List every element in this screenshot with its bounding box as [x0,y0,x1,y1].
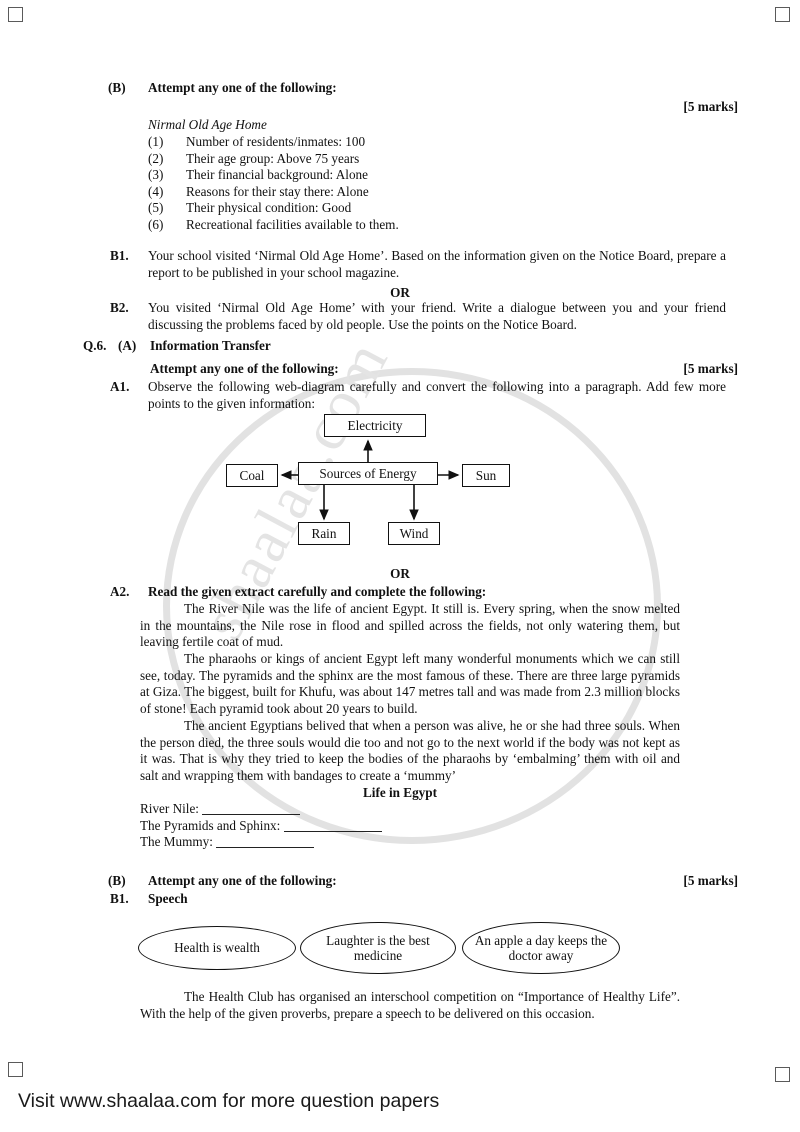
list-item: (4) Reasons for their stay there: Alone [148,184,399,201]
a1-label: A1. [110,379,130,394]
a1-text: Observe the following web-diagram carefu… [148,379,726,411]
list-item: (6) Recreational facilities available to… [148,217,399,234]
proverb-oval-2: Laughter is the best medicine [300,922,456,974]
b1-text-top: Your school visited ‘Nirmal Old Age Home… [148,248,726,280]
extract-paragraph-1: The River Nile was the life of ancient E… [140,601,680,649]
list-item: (1) Number of residents/inmates: 100 [148,134,399,151]
web-diagram: Electricity Sources of Energy Coal Sun R… [220,414,520,550]
section-b-top-marks: [5 marks] [683,99,738,114]
notice-title-text: Nirmal Old Age Home [148,117,267,132]
b2-label-top: B2. [110,300,129,315]
q6-a-attempt-row: Attempt any one of the following: [150,361,339,378]
blank-input-pyramids-sphinx[interactable] [283,819,382,832]
section-b-bottom-heading-row: (B) Attempt any one of the following: [108,873,708,890]
a1-row: A1. Observe the following web-diagram ca… [110,379,730,412]
list-item: (5) Their physical condition: Good [148,200,399,217]
diagram-node-center: Sources of Energy [298,462,438,485]
page-footer: Visit www.shaalaa.com for more question … [18,1090,440,1112]
blank-row: The Pyramids and Sphinx: [140,818,382,835]
q6-a-marks: [5 marks] [683,361,738,376]
blank-input-river-nile[interactable] [202,802,301,815]
proverb-oval-1: Health is wealth [138,926,296,970]
extract-paragraph-3: The ancient Egyptians belived that when … [140,718,680,783]
diagram-node-sun: Sun [462,464,510,487]
list-item-number: (2) [148,150,164,166]
registration-mark-top-right [775,7,790,22]
section-b-top-heading: Attempt any one of the following: [148,80,337,95]
b2-text-top: You visited ‘Nirmal Old Age Home’ with y… [148,300,726,332]
diagram-connectors [280,439,460,521]
blanks-group: River Nile: The Pyramids and Sphinx: The… [140,801,382,851]
list-item-text: Recreational facilities available to the… [186,216,399,232]
blank-row: The Mummy: [140,834,382,851]
b1-label-bottom: B1. [110,891,129,906]
q6-heading-row: Q.6. (A) Information Transfer [83,338,271,355]
diagram-node-coal: Coal [226,464,278,487]
blank-label: The Mummy: [140,834,213,849]
b1-label-top: B1. [110,248,129,263]
section-b-bottom-label: (B) [108,873,126,888]
section-b-top-heading-row: (B) Attempt any one of the following: [108,80,708,97]
blank-label: The Pyramids and Sphinx: [140,817,281,833]
diagram-node-electricity: Electricity [324,414,426,437]
q6-label: Q.6. [83,338,107,353]
blank-row: River Nile: [140,801,382,818]
section-b-top-label: (B) [108,80,126,95]
or-divider-q6: OR [390,566,410,581]
a2-title: Read the given extract carefully and com… [148,584,487,599]
list-item-number: (6) [148,216,164,232]
notice-board-title: Nirmal Old Age Home [148,117,267,134]
list-item-text: Number of residents/inmates: 100 [186,134,366,149]
b2-row-top: B2. You visited ‘Nirmal Old Age Home’ wi… [110,300,730,333]
proverb-oval-3: An apple a day keeps the doctor away [462,922,620,974]
b1-title-speech: Speech [148,891,188,906]
section-b-bottom-heading: Attempt any one of the following: [148,873,337,888]
diagram-node-wind: Wind [388,522,440,545]
a2-row: A2. Read the given extract carefully and… [110,584,730,601]
blank-label: River Nile: [140,801,199,816]
registration-mark-bottom-right [775,1067,790,1082]
q6-a-title: Information Transfer [150,338,271,353]
list-item-text: Reasons for their stay there: Alone [186,183,369,199]
b1-row-top: B1. Your school visited ‘Nirmal Old Age … [110,248,730,281]
blank-input-mummy[interactable] [216,835,315,848]
list-item-number: (3) [148,167,164,183]
list-item: (2) Their age group: Above 75 years [148,151,399,168]
registration-mark-top-left [8,7,23,22]
closing-paragraph: The Health Club has organised an intersc… [140,989,680,1021]
extract-table-title: Life in Egypt [362,785,437,800]
q6-a-label: (A) [118,338,137,353]
list-item-text: Their financial background: Alone [186,167,368,183]
list-item: (3) Their financial background: Alone [148,167,399,184]
list-item-number: (4) [148,183,164,199]
a2-label: A2. [110,584,130,599]
list-item-text: Their physical condition: Good [186,200,352,216]
b1-speech-row: B1. Speech [110,891,188,908]
q6-a-attempt: Attempt any one of the following: [150,361,339,376]
proverb-ovals-group: Health is wealth Laughter is the best me… [138,922,624,974]
notice-points-list: (1) Number of residents/inmates: 100 (2)… [148,134,399,234]
list-item-number: (1) [148,134,164,149]
list-item-text: Their age group: Above 75 years [186,150,360,166]
list-item-number: (5) [148,200,164,216]
registration-mark-bottom-left [8,1062,23,1077]
section-b-bottom-marks: [5 marks] [683,873,738,888]
extract-paragraph-2: The pharaohs or kings of ancient Egypt l… [140,651,680,716]
diagram-node-rain: Rain [298,522,350,545]
or-divider-top: OR [390,285,410,300]
